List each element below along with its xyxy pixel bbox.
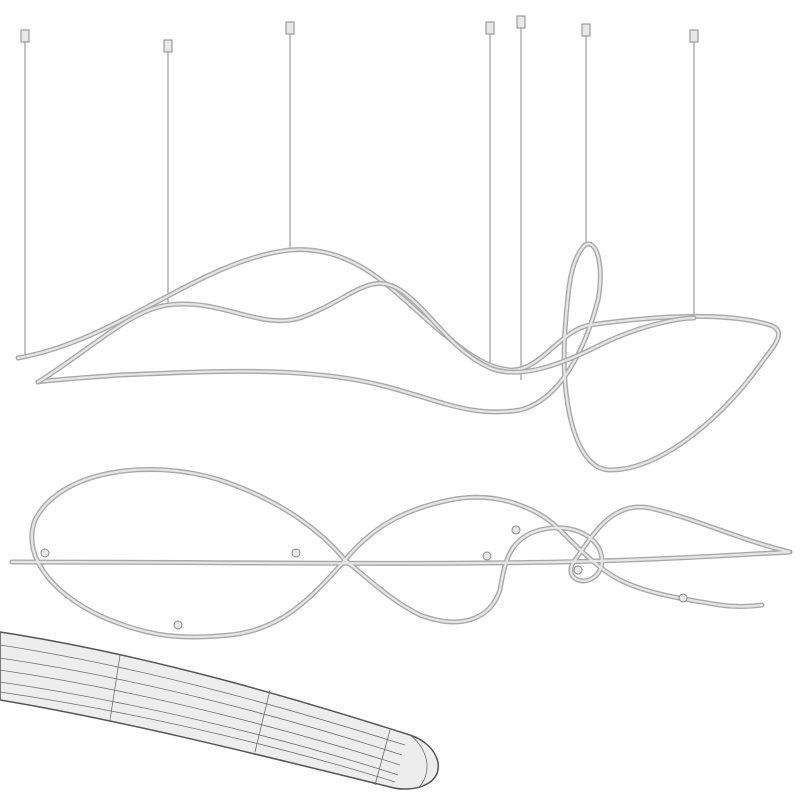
mount-point bbox=[40, 548, 50, 558]
mount-point bbox=[573, 565, 583, 575]
front-tube-secondary bbox=[35, 280, 697, 385]
ceiling-canopy bbox=[285, 21, 295, 35]
mount-point bbox=[173, 620, 183, 630]
ceiling-canopy bbox=[20, 29, 30, 43]
ceiling-canopy bbox=[485, 21, 495, 35]
mount-point bbox=[482, 551, 492, 561]
tube-wireframe-lines bbox=[0, 644, 428, 789]
mount-point bbox=[678, 593, 688, 603]
mount-point bbox=[291, 548, 301, 558]
tube-detail-body bbox=[0, 631, 440, 790]
front-view bbox=[15, 15, 781, 473]
tube-detail bbox=[0, 631, 440, 790]
ceiling-canopy bbox=[689, 29, 699, 43]
top-view bbox=[9, 466, 793, 640]
mount-point bbox=[511, 525, 521, 535]
top-mount-points bbox=[40, 525, 688, 630]
ceiling-canopy bbox=[581, 23, 591, 37]
front-tube-main bbox=[15, 241, 781, 473]
ceiling-canopy bbox=[163, 39, 173, 53]
suspension-wires bbox=[20, 15, 699, 380]
ceiling-canopy bbox=[516, 15, 526, 29]
front-tube-shape bbox=[15, 241, 781, 473]
top-tube-main bbox=[9, 466, 793, 640]
